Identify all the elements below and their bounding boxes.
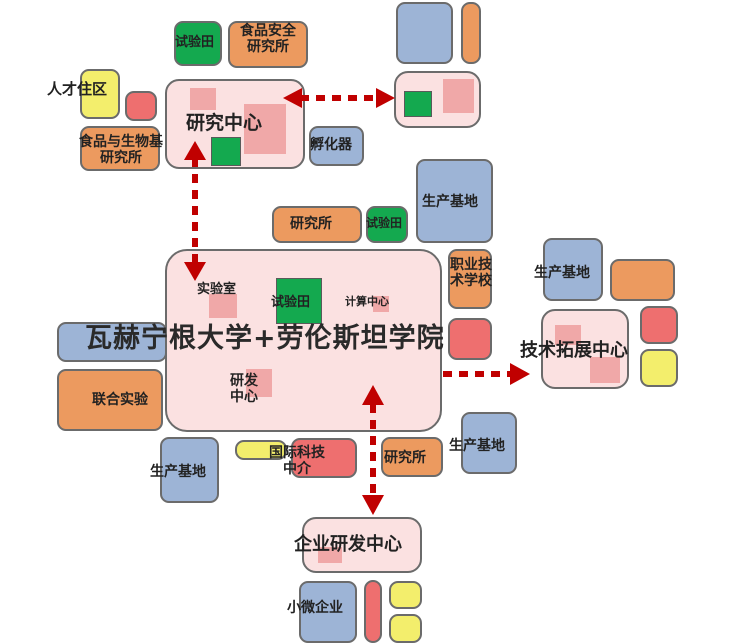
vocational-line-1: 职业技 — [450, 257, 492, 273]
intl-yellow-block — [235, 440, 287, 460]
arrowhead-up-campus — [362, 385, 384, 405]
research-center-pink-sq-2 — [244, 104, 286, 154]
production-base-block-1 — [416, 159, 493, 243]
talent-housing-label: 人才住区 — [47, 80, 108, 98]
arrowhead-down-enterprise — [362, 495, 384, 515]
production-base-block-3 — [160, 437, 219, 503]
institute-mid-label: 研究所 — [290, 216, 332, 232]
enterprise-center-label: 企业研发中心 — [294, 534, 402, 555]
left-blue-block — [57, 322, 167, 362]
computing-center-label: 计算中心 — [345, 295, 389, 308]
arrowhead-down-campus — [184, 262, 206, 281]
talent-red-block — [125, 91, 157, 121]
trial-field-block-mid — [366, 206, 408, 243]
incubator-label: 孵化器 — [310, 137, 352, 153]
research-center-label: 研究中心 — [186, 112, 263, 134]
top-right-pink-sq — [443, 79, 474, 113]
vocational-school-block — [448, 249, 492, 309]
arrowhead-left-research — [283, 88, 302, 108]
institute-bottom-label: 研究所 — [384, 450, 426, 466]
small-micro-yellow-2 — [389, 614, 422, 643]
campus-rd-sq — [246, 369, 272, 397]
joint-lab-label: 联合实验 — [92, 392, 148, 408]
right-red-block — [640, 306, 678, 344]
campus-trial-field-sq — [276, 278, 322, 324]
small-micro-yellow-1 — [389, 581, 422, 609]
intl-line-1: 国际科技 — [269, 445, 325, 461]
top-right-blue-block — [396, 2, 453, 64]
research-center-pink-sq-1 — [190, 88, 216, 110]
vocational-school-label: 职业技 术学校 — [440, 257, 502, 289]
arrowhead-right-topright — [376, 88, 395, 108]
intl-line-2: 中介 — [283, 461, 311, 478]
rd-center-line-1: 研发 — [230, 373, 258, 389]
right-yellow-block — [640, 349, 678, 387]
campus-lab-sq — [209, 294, 237, 318]
food-safety-institute-label: 食品安全 研究所 — [228, 23, 308, 55]
rd-center-line-2: 中心 — [230, 389, 258, 406]
food-bio-line-2: 研究所 — [100, 150, 142, 167]
food-safety-line-2: 研究所 — [247, 39, 289, 56]
food-bio-institute-block — [80, 126, 160, 171]
top-right-orange-strip — [461, 2, 481, 64]
food-bio-institute-label: 食品与生物基 研究所 — [66, 134, 176, 166]
top-right-green-sq — [404, 91, 432, 117]
small-micro-block — [299, 581, 357, 643]
tech-center-label: 技术拓展中心 — [520, 340, 628, 361]
campus-computing-sq — [373, 296, 389, 312]
tech-center-pink-sq-2 — [590, 357, 620, 383]
trial-field-label-mid: 试验田 — [366, 216, 403, 230]
joint-lab-block — [57, 369, 163, 431]
small-micro-red-strip — [364, 580, 382, 643]
food-safety-institute-block — [228, 21, 308, 68]
enterprise-center-pink-sq — [318, 547, 342, 563]
institute-bottom-block — [381, 437, 443, 477]
production-base-label-1: 生产基地 — [422, 194, 478, 210]
trial-field-block-top — [174, 21, 222, 66]
talent-housing-block — [80, 69, 120, 119]
lab-label: 实验室 — [197, 282, 237, 297]
arrowhead-right-tech — [510, 363, 530, 385]
arrowhead-up-research — [184, 141, 206, 160]
institute-mid-block — [272, 206, 362, 243]
intl-red-block — [291, 438, 357, 478]
food-safety-line-1: 食品安全 — [240, 23, 296, 39]
rd-center-label: 研发 中心 — [220, 373, 268, 405]
production-base-label-4: 生产基地 — [449, 438, 505, 454]
production-base-label-2: 生产基地 — [534, 265, 590, 281]
research-center-green-sq — [211, 137, 241, 166]
trial-field-label-top: 试验田 — [175, 35, 215, 50]
food-bio-line-1: 食品与生物基 — [79, 134, 163, 150]
production-base-block-4 — [461, 412, 517, 474]
small-micro-label: 小微企业 — [287, 600, 343, 616]
incubator-block — [309, 126, 364, 166]
vocational-line-2: 术学校 — [450, 273, 492, 290]
production-base-label-3: 生产基地 — [150, 464, 206, 480]
production-base-block-2 — [543, 238, 603, 301]
enterprise-center-block — [302, 517, 422, 573]
intl-agency-label: 国际科技 中介 — [258, 445, 336, 477]
campus-title: 瓦赫宁根大学+劳伦斯坦学院 — [85, 323, 445, 354]
vocational-red-block — [448, 318, 492, 360]
tech-center-pink-sq-1 — [555, 325, 581, 345]
campus-trial-field-label: 试验田 — [271, 295, 311, 310]
right-orange-block — [610, 259, 675, 301]
